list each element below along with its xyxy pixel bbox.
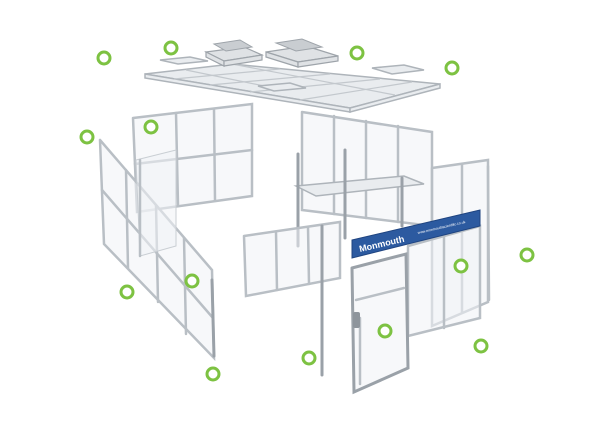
hotspot-left-base[interactable]: [119, 284, 135, 300]
ceiling-grid-line: [209, 73, 331, 86]
door-handle[interactable]: [353, 312, 360, 328]
hotspot-left-wall-top[interactable]: [143, 119, 159, 135]
hotspot-door-right[interactable]: [453, 258, 469, 274]
ceiling-panel-loose: [371, 64, 425, 75]
hotspot-left-wall-outer[interactable]: [79, 129, 95, 145]
left-wall-inner-panel: [135, 149, 177, 257]
front-low-mullion: [306, 225, 311, 286]
ceiling-panel-loose: [257, 82, 307, 92]
ceiling-right-edge: [349, 83, 441, 113]
left-wall-edge-post: [210, 278, 216, 358]
hotspot-left-floor[interactable]: [205, 366, 221, 382]
ceiling-grid-line: [173, 68, 281, 80]
back-wall-assembly: [242, 110, 491, 377]
hotspot-layer: [79, 40, 535, 382]
front-low-mullion: [274, 230, 279, 292]
door-rail: [354, 286, 406, 302]
ceiling-assembly: [144, 38, 441, 113]
ceiling-grid-line: [185, 69, 275, 89]
ceiling-panel-loose: [159, 56, 209, 65]
door-banner: [351, 209, 481, 259]
ceiling-grid-line: [231, 63, 396, 96]
hotspot-door-center[interactable]: [377, 323, 393, 339]
filter-unit-left: [203, 39, 265, 67]
filter-unit-right: [265, 38, 339, 68]
hotspot-ceiling-far-right[interactable]: [444, 60, 460, 76]
hotspot-ceiling-filter[interactable]: [163, 40, 179, 56]
door-frame: [350, 252, 410, 395]
ceiling-grid-line: [299, 81, 413, 101]
hotspot-right-base[interactable]: [473, 338, 489, 354]
left-wall-assembly: [98, 102, 254, 362]
door-assembly: Monmouth www.monmouthscientific.co.uk: [350, 209, 482, 395]
hotspot-ceiling-right[interactable]: [349, 45, 365, 61]
header-beam: [293, 175, 425, 197]
hotspot-far-right[interactable]: [519, 247, 535, 263]
hotspot-ceiling-left[interactable]: [96, 50, 112, 66]
hotspot-left-panel-mid[interactable]: [184, 273, 200, 289]
right-wall-edge-post: [486, 164, 491, 302]
hotspot-center-floor[interactable]: [301, 350, 317, 366]
left-wall-side-transom: [100, 188, 215, 320]
